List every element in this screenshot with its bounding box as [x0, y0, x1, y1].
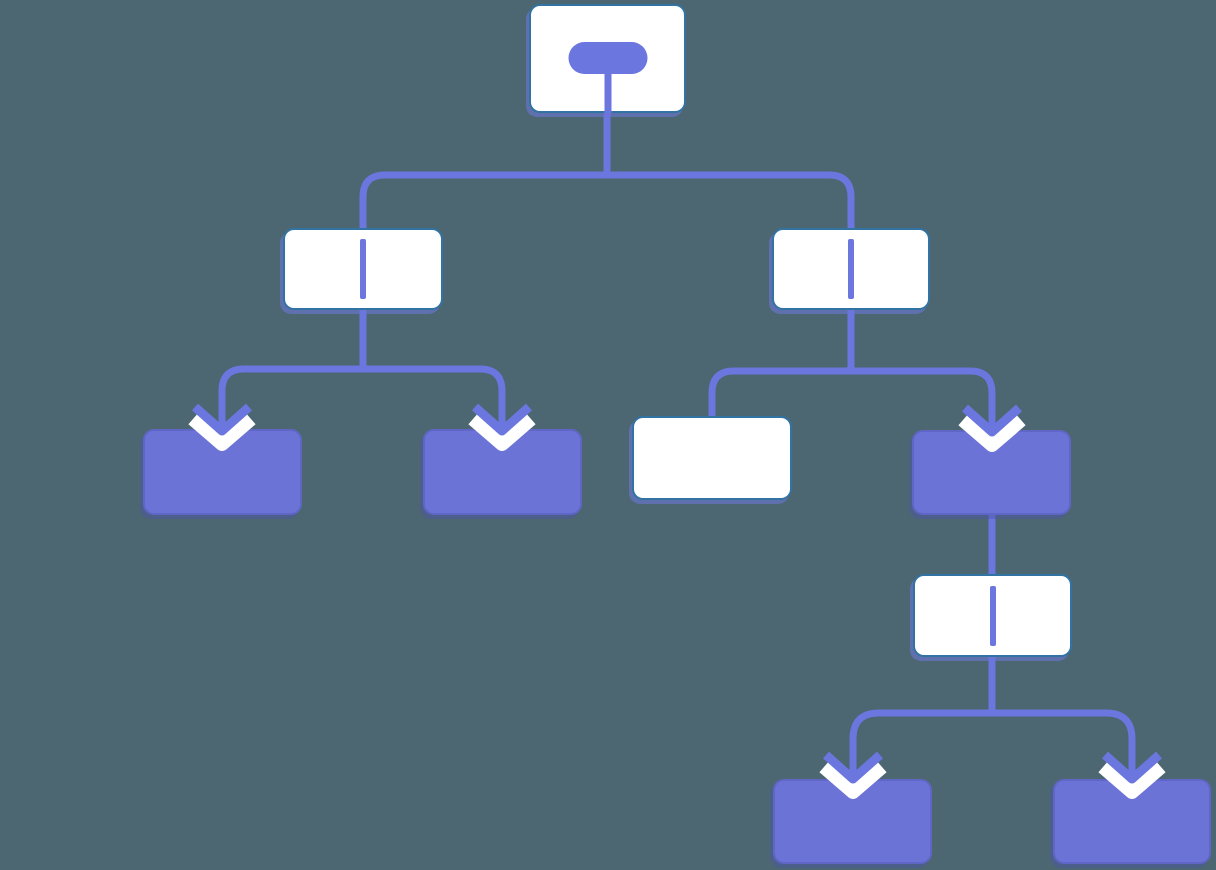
vertical-line-icon	[360, 239, 366, 299]
node-leaf-left-1[interactable]	[143, 429, 302, 515]
node-root[interactable]	[529, 4, 686, 113]
node-branch-left[interactable]	[283, 228, 443, 310]
node-leaf-bottom-1[interactable]	[773, 779, 932, 864]
node-child-white[interactable]	[632, 416, 792, 500]
node-leaf-bottom-2[interactable]	[1053, 779, 1211, 864]
node-leaf-right[interactable]	[912, 430, 1071, 515]
vertical-line-icon	[848, 239, 854, 299]
root-pill-stem-icon	[604, 72, 611, 113]
node-leaf-left-2[interactable]	[423, 429, 582, 515]
node-branch-bottom[interactable]	[913, 574, 1072, 657]
vertical-line-icon	[989, 585, 996, 646]
node-branch-right[interactable]	[772, 228, 930, 310]
root-pill-icon	[568, 42, 647, 74]
